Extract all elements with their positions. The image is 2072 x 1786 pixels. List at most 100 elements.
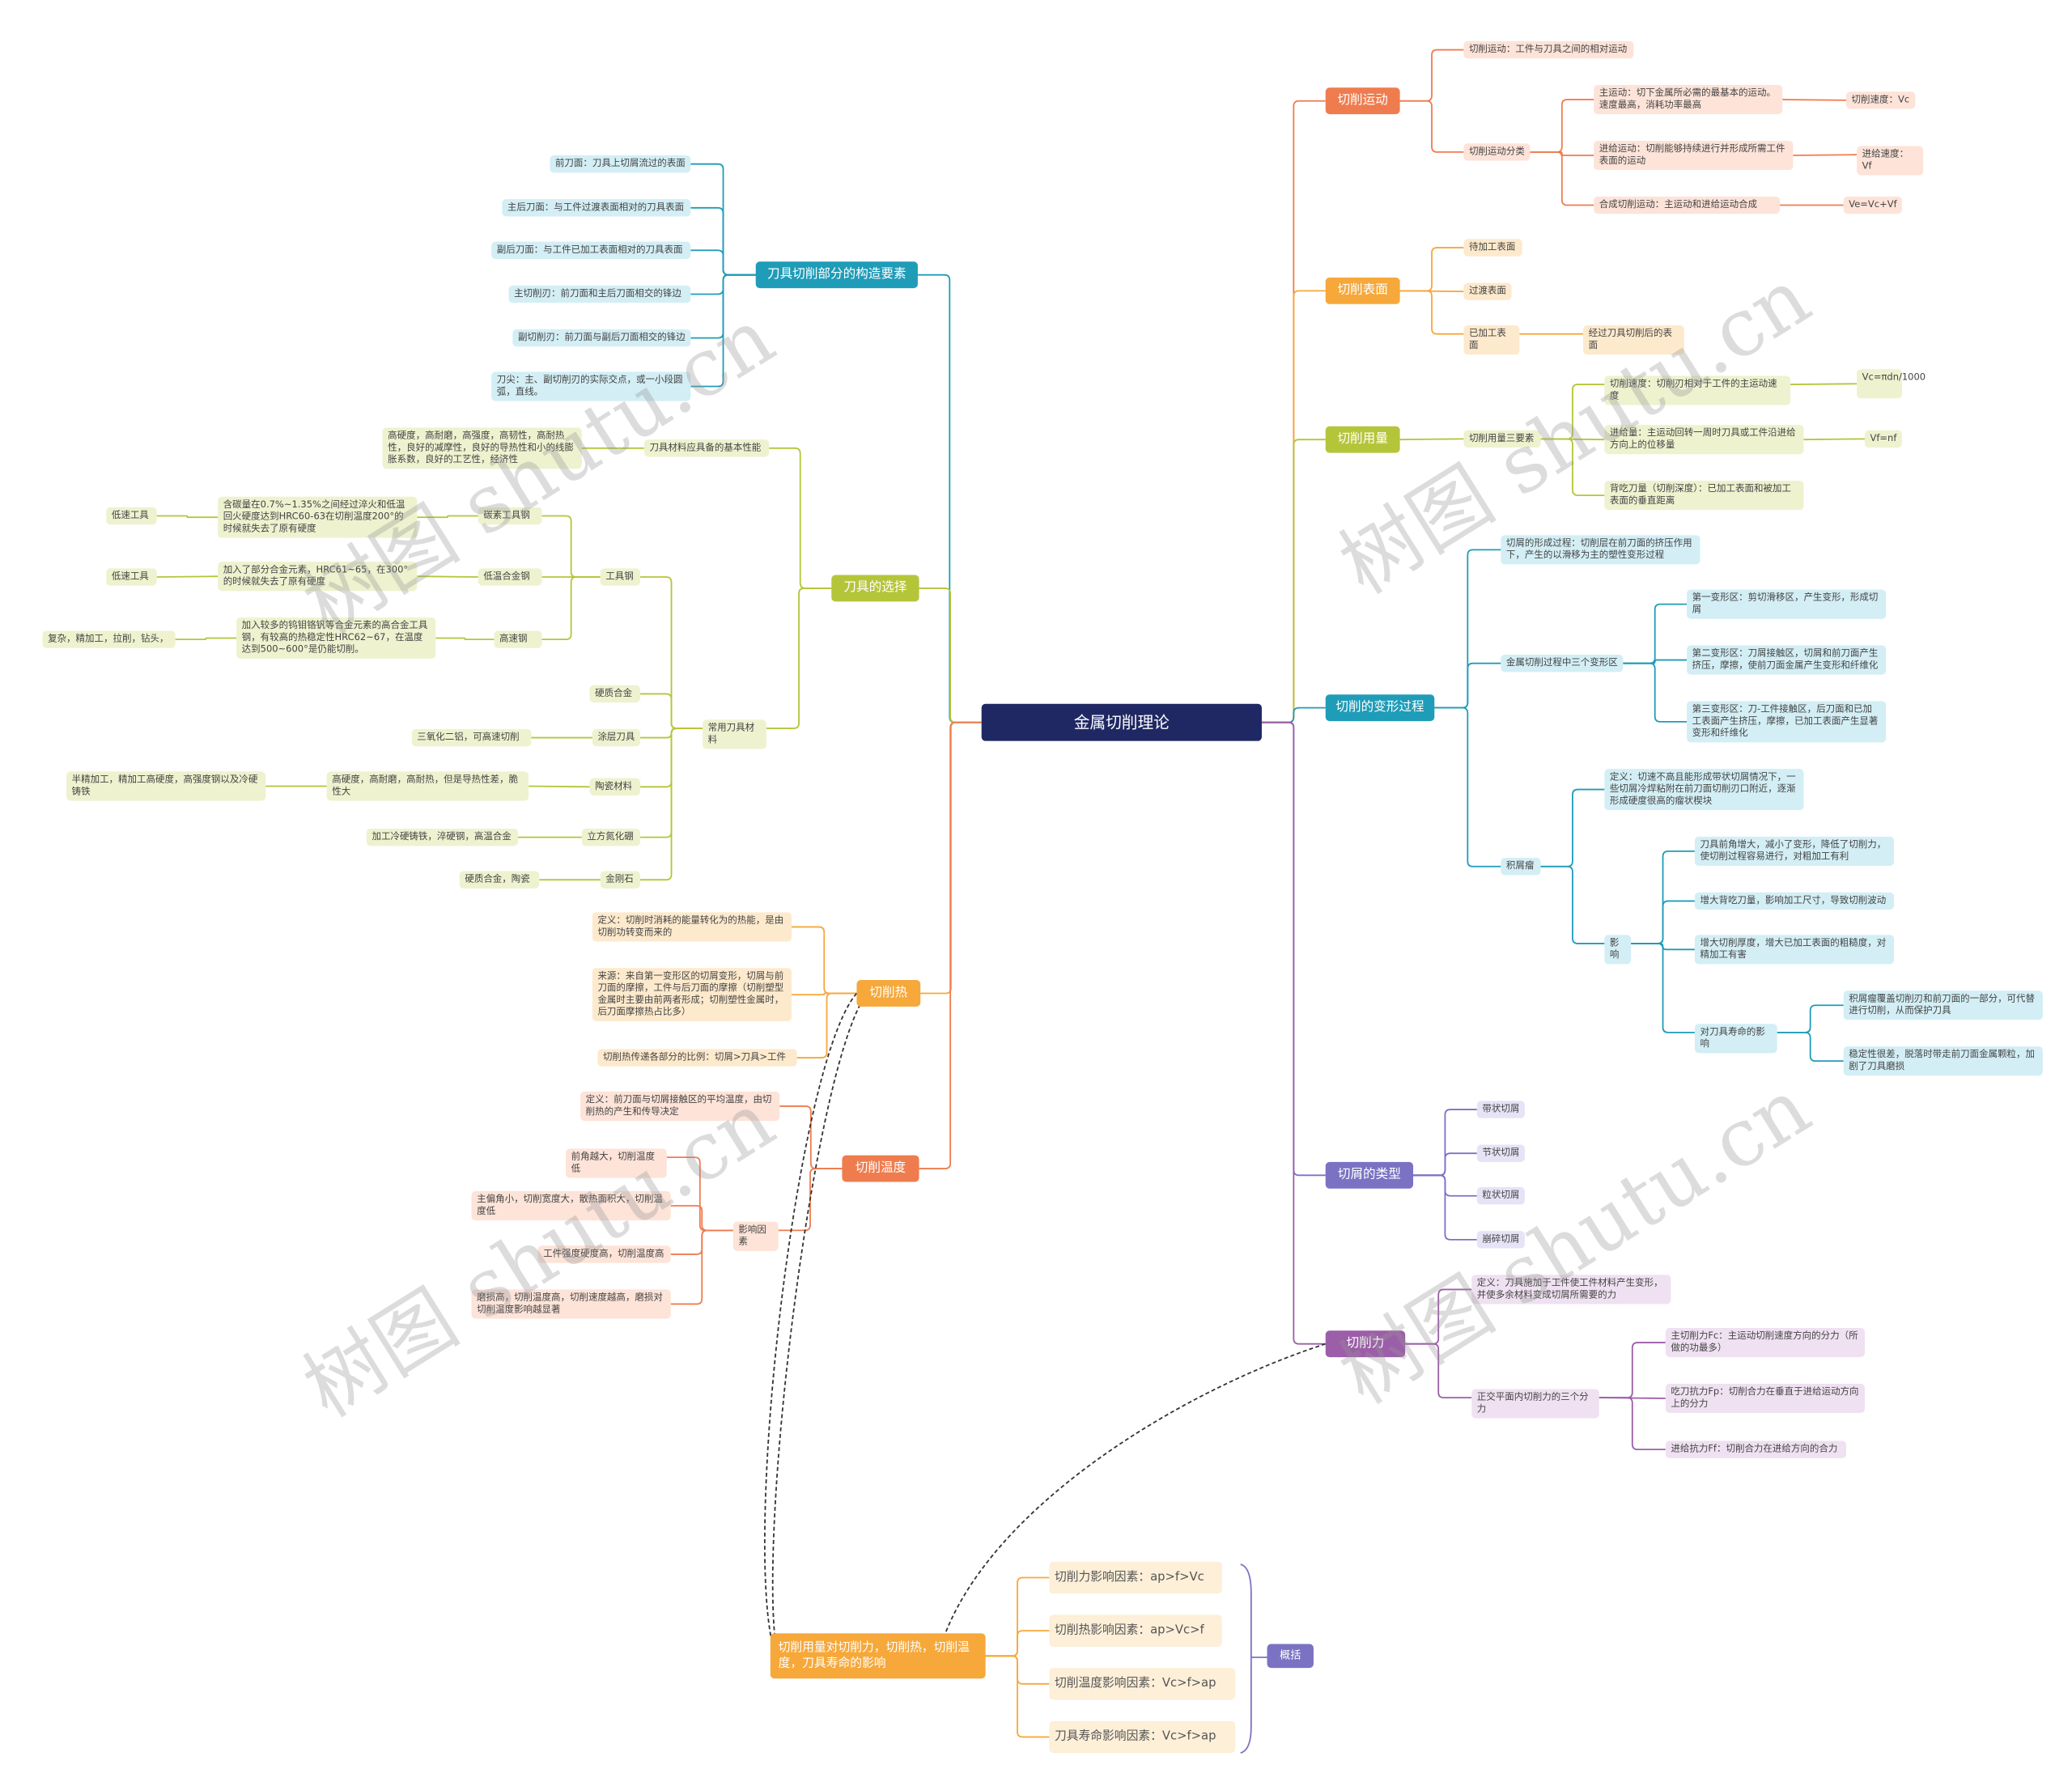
leaf-node[interactable]: 硬质合金，陶瓷: [459, 871, 540, 889]
leaf-node[interactable]: 主切削刃：前刀面和主后刀面相交的锋边: [508, 285, 691, 303]
leaf-node[interactable]: 定义：切削时消耗的能量转化为的热能，是由切削功转变而来的: [592, 912, 792, 942]
leaf-node[interactable]: 切削力影响因素：ap>f>Vc: [1049, 1561, 1222, 1594]
leaf-node[interactable]: 刀具寿命影响因素：Vc>f>ap: [1049, 1720, 1236, 1754]
leaf-node[interactable]: 崩碎切屑: [1476, 1231, 1525, 1249]
branch-node[interactable]: 切削热: [856, 980, 921, 1007]
branch-node[interactable]: 刀具的选择: [831, 575, 919, 602]
leaf-node[interactable]: 加入较多的钨钼铬钒等合金元素的高合金工具钢，有较高的热稳定性HRC62~67，在…: [236, 617, 436, 659]
branch-node[interactable]: 切削运动: [1325, 87, 1400, 115]
branch-node[interactable]: 刀具切削部分的构造要素: [755, 261, 918, 289]
leaf-node[interactable]: 切削速度：Vc: [1845, 91, 1916, 109]
branch-node[interactable]: 切削的变形过程: [1325, 694, 1435, 722]
leaf-node[interactable]: 待加工表面: [1463, 239, 1522, 257]
leaf-node[interactable]: 前角越大，切削温度低: [566, 1148, 667, 1178]
leaf-node[interactable]: 常用刀具材料: [703, 719, 766, 749]
leaf-node[interactable]: 背吃刀量（切削深度）：已加工表面和被加工表面的垂直距离: [1604, 481, 1804, 511]
leaf-node[interactable]: 刀具前角增大，减小了变形，降低了切削力，使切削过程容易进行，对粗加工有利: [1694, 836, 1895, 866]
leaf-node[interactable]: 金属切削过程中三个变形区: [1501, 655, 1624, 672]
leaf-node[interactable]: 进给量：主运动回转一周时刀具或工件沿进给方向上的位移量: [1604, 425, 1804, 455]
leaf-node[interactable]: 副后刀面：与工件已加工表面相对的刀具表面: [491, 241, 691, 259]
leaf-node[interactable]: 金刚石: [600, 871, 640, 889]
leaf-node[interactable]: 主偏角小，切削宽度大，散热面积大，切削温度低: [471, 1190, 671, 1221]
leaf-node[interactable]: 影响因素: [732, 1221, 779, 1251]
leaf-node[interactable]: 主运动：切下金属所必需的最基本的运动。速度最高，消耗功率最高: [1594, 85, 1783, 115]
leaf-node[interactable]: 涂层刀具: [592, 728, 640, 747]
connector-line: [1599, 1397, 1666, 1451]
summary-bracket: [1240, 1563, 1252, 1754]
connector-line: [639, 728, 703, 881]
leaf-node[interactable]: 切削运动分类: [1463, 143, 1531, 161]
leaf-node[interactable]: 磨损高，切削温度高，切削速度越高，磨损对切削温度影响越显著: [471, 1289, 671, 1319]
leaf-node[interactable]: 高硬度，高耐磨，高耐热，但是导热性差，脆性大: [326, 771, 529, 801]
leaf-node[interactable]: 积屑瘤: [1501, 858, 1541, 876]
leaf-node[interactable]: 过渡表面: [1463, 282, 1512, 300]
leaf-node[interactable]: 切削速度：切削刃相对于工件的主运动速度: [1604, 375, 1791, 405]
leaf-node[interactable]: 定义：前刀面与切屑接触区的平均温度，由切削热的产生和传导决定: [580, 1091, 780, 1122]
leaf-node[interactable]: 带状切屑: [1476, 1101, 1525, 1118]
root-node[interactable]: 金属切削理论: [981, 703, 1262, 741]
leaf-node[interactable]: 主切削力Fc：主运动切削速度方向的分力（所做的功最多）: [1665, 1328, 1865, 1358]
summary-node[interactable]: 概括: [1267, 1644, 1314, 1669]
leaf-node[interactable]: 进给速度：Vf: [1857, 146, 1924, 176]
leaf-node[interactable]: 正交平面内切削力的三个分力: [1471, 1389, 1599, 1419]
leaf-node[interactable]: 进给抗力Ff：切削合力在进给方向的合力: [1665, 1440, 1846, 1458]
leaf-node[interactable]: 半精加工，精加工高硬度，高强度钢以及冷硬铸铁: [66, 771, 266, 801]
leaf-node[interactable]: 进给运动：切削能够持续进行并形成所需工件表面的运动: [1594, 140, 1794, 171]
leaf-node[interactable]: 刀尖：主、副切削刃的实际交点，或一小段圆弧，直线。: [491, 371, 691, 401]
leaf-node[interactable]: 低速工具: [106, 568, 157, 586]
leaf-node[interactable]: 碳素工具钢: [478, 507, 542, 525]
leaf-node[interactable]: 副切削刃：前刀面与副后刀面相交的锋边: [512, 329, 691, 347]
leaf-node[interactable]: 加工冷硬铸铁，淬硬钢，高温合金: [366, 828, 518, 846]
leaf-node[interactable]: 增大背吃刀量，影响加工尺寸，导致切削波动: [1694, 892, 1895, 910]
leaf-node[interactable]: 陶瓷材料: [589, 778, 640, 795]
leaf-node[interactable]: 经过刀具切削后的表面: [1583, 325, 1684, 355]
leaf-node[interactable]: 加入了部分合金元素，HRC61~65，在300°的时候就失去了原有硬度: [218, 562, 418, 592]
leaf-node[interactable]: 定义：切速不高且能形成带状切屑情况下，一些切屑冷焊粘附在前刀面切削刃口附近，逐渐…: [1604, 769, 1804, 811]
leaf-node[interactable]: 刀具材料应具备的基本性能: [643, 439, 770, 457]
leaf-node[interactable]: 工具钢: [600, 568, 640, 586]
branch-node[interactable]: 切削温度: [842, 1155, 919, 1182]
leaf-node[interactable]: 含碳量在0.7%~1.35%之间经过淬火和低温回火硬度达到HRC60-63在切削…: [218, 496, 418, 538]
branch-node[interactable]: 切屑的类型: [1325, 1161, 1414, 1189]
connector-line: [1599, 1342, 1666, 1399]
leaf-node[interactable]: 第一变形区：剪切滑移区，产生变形，形成切屑: [1687, 589, 1887, 619]
leaf-node[interactable]: 低温合金钢: [478, 568, 542, 586]
leaf-node[interactable]: 工件强度硬度高，切削温度高: [537, 1245, 671, 1263]
leaf-node[interactable]: 高硬度，高耐磨，高强度，高韧性，高耐热性，良好的减摩性，良好的导热性和小的线膨胀…: [382, 427, 582, 469]
leaf-node[interactable]: 粒状切屑: [1476, 1187, 1525, 1205]
leaf-node[interactable]: 节状切屑: [1476, 1144, 1525, 1162]
leaf-node[interactable]: 立方氮化硼: [581, 828, 640, 846]
leaf-node[interactable]: 切削用量三要素: [1463, 430, 1541, 448]
leaf-node[interactable]: 三氧化二铝，可高速切削: [411, 728, 532, 747]
leaf-node[interactable]: 复杂，精加工，拉削，钻头，: [42, 630, 176, 648]
leaf-node[interactable]: 前刀面：刀具上切屑流过的表面: [550, 155, 691, 173]
leaf-node[interactable]: 影响: [1604, 935, 1632, 965]
leaf-node[interactable]: 第三变形区：刀-工件接触区，后刀面和已加工表面产生挤压，摩擦，已加工表面产生显著…: [1687, 701, 1887, 743]
leaf-node[interactable]: 切削热传递各部分的比例：切屑>刀具>工件: [597, 1049, 797, 1067]
leaf-node[interactable]: 来源：来自第一变形区的切屑变形，切屑与前刀面的摩擦，工件与后刀面的摩擦（切削塑型…: [592, 968, 792, 1021]
leaf-node[interactable]: 切屑的形成过程：切削层在前刀面的挤压作用下，产生的以滑移为主的塑性变形过程: [1501, 535, 1700, 565]
leaf-node[interactable]: 定义：刀具施加于工件使工件材料产生变形，并使多余材料变成切屑所需要的力: [1471, 1275, 1671, 1305]
leaf-node[interactable]: 主后刀面：与工件过渡表面相对的刀具表面: [502, 199, 691, 217]
leaf-node[interactable]: 吃刀抗力Fp：切削合力在垂直于进给运动方向上的分力: [1665, 1383, 1865, 1414]
branch-node[interactable]: 切削表面: [1325, 277, 1400, 304]
leaf-node[interactable]: Vf=nf: [1864, 430, 1902, 448]
leaf-node[interactable]: 硬质合金: [589, 685, 640, 703]
leaf-node[interactable]: 合成切削运动：主运动和进给运动合成: [1594, 196, 1780, 214]
leaf-node[interactable]: 切削运动：工件与刀具之间的相对运动: [1463, 40, 1634, 59]
leaf-node[interactable]: 切削温度影响因素：Vc>f>ap: [1049, 1668, 1236, 1700]
branch-node[interactable]: 切削用量对切削力，切削热，切削温度，刀具寿命的影响: [770, 1633, 986, 1679]
leaf-node[interactable]: 积屑瘤覆盖切削刃和前刀面的一部分，可代替进行切削，从而保护刀具: [1843, 991, 2043, 1020]
leaf-node[interactable]: 对刀具寿命的影响: [1694, 1024, 1777, 1054]
leaf-node[interactable]: 切削热影响因素：ap>Vc>f: [1049, 1614, 1222, 1647]
leaf-node[interactable]: 已加工表面: [1463, 325, 1520, 355]
leaf-node[interactable]: Ve=Vc+Vf: [1843, 196, 1902, 214]
branch-node[interactable]: 切削用量: [1325, 426, 1400, 453]
leaf-node[interactable]: 低速工具: [106, 507, 157, 525]
leaf-node[interactable]: 增大切削厚度，增大已加工表面的粗糙度，对精加工有害: [1694, 935, 1895, 965]
leaf-node[interactable]: 稳定性很差，脱落时带走前刀面金属颗粒，加剧了刀具磨损: [1843, 1046, 2043, 1076]
leaf-node[interactable]: Vc=πdn/1000: [1857, 369, 1926, 399]
leaf-node[interactable]: 高速钢: [494, 630, 542, 648]
branch-node[interactable]: 切削力: [1325, 1330, 1406, 1358]
leaf-node[interactable]: 第二变形区：刀屑接触区，切屑和前刀面产生挤压，摩擦，使前刀面金属产生变形和纤维化: [1687, 645, 1887, 675]
